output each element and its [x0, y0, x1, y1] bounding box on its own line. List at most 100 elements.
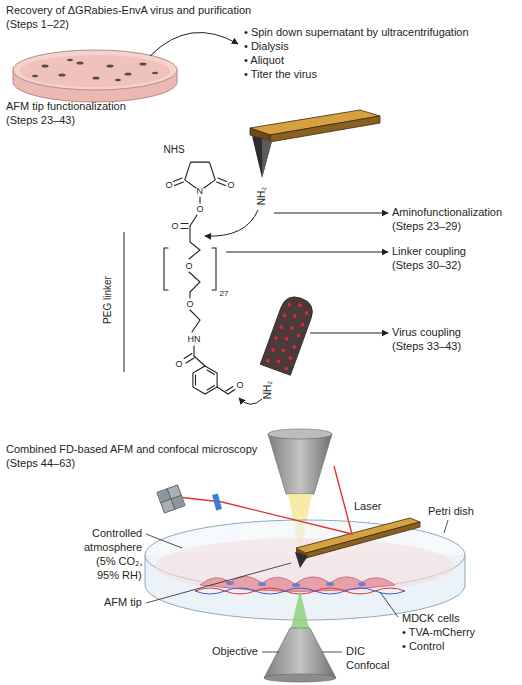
petri-dish: [145, 520, 465, 620]
virus-particles: [115, 79, 121, 82]
chemical-structure: [184, 354, 194, 364]
chemical-structure: [212, 248, 216, 290]
rabies-virus: [271, 347, 276, 352]
objective-lens: [264, 628, 336, 678]
process-arrow: [150, 32, 238, 56]
culture-dish: [13, 50, 177, 90]
virus-particles: [32, 59, 158, 82]
afm-cantilever: [250, 110, 380, 178]
chemical-structure: [190, 215, 197, 226]
condenser: [268, 429, 332, 439]
virus-particles: [140, 63, 147, 66]
virus-particles: [107, 65, 114, 68]
rabies-virus: [288, 356, 293, 361]
virus-particles: [67, 59, 73, 62]
virus-particles: [152, 72, 158, 75]
subscript-number: 27: [220, 289, 229, 299]
chemical-structure: [189, 226, 200, 259]
part-label: atmosphere: [84, 541, 142, 554]
rabies-virus: [292, 345, 297, 350]
atom-label: O: [197, 204, 204, 215]
chemical-structure: [194, 356, 205, 366]
condenser: [268, 429, 332, 494]
chemical-structure: [164, 248, 168, 290]
virus-particles: [125, 73, 132, 76]
chemical-structure: [181, 224, 188, 229]
step-arrow: [226, 213, 388, 333]
cell-layer: [258, 582, 266, 586]
atom-label: O: [176, 359, 183, 370]
photodetector: [157, 485, 185, 513]
step-label: Aminofunctionalization: [392, 206, 502, 219]
virus-particles: [42, 65, 49, 68]
cell-layer: [292, 583, 300, 587]
part-label: DIC: [346, 645, 365, 658]
photodetector: [157, 485, 185, 513]
afm-cantilever: [296, 518, 420, 553]
part-label: Objective: [212, 645, 258, 658]
chemical-structure: [199, 197, 200, 203]
cell-layer: [358, 582, 366, 586]
part-label: Petri dish: [428, 505, 474, 518]
panel-heading: Combined FD-based AFM and confocal micro…: [6, 443, 257, 456]
leader-line: [146, 534, 182, 548]
afm-cantilever: [295, 518, 420, 568]
rabies-virus: [281, 348, 286, 353]
step-arrow: [274, 213, 388, 214]
step-label: Virus coupling: [392, 326, 461, 339]
chemical-structure: [193, 366, 217, 394]
reaction-arrow: [239, 398, 262, 404]
group-label: NHS: [164, 144, 185, 156]
rabies-virus: [304, 311, 309, 316]
leader-line: [146, 563, 291, 603]
rabies-virus: [279, 325, 284, 330]
panel-heading: Recovery of ΔGRabies-EnvA virus and puri…: [6, 4, 251, 17]
rabies-virus: [296, 333, 301, 338]
group-label: NH₂: [256, 187, 268, 205]
bullet-item: • Aliquot: [244, 54, 284, 67]
rabies-virus: [265, 299, 310, 371]
group-label: NH₂: [262, 381, 274, 399]
leader-line: [262, 652, 279, 653]
atom-label: O: [166, 180, 173, 191]
culture-dish: [20, 55, 170, 87]
virus-particles: [32, 75, 38, 78]
rabies-virus: [293, 314, 298, 319]
peg-bracket: [124, 232, 125, 372]
reaction-arrow: [205, 210, 262, 404]
atom-label: N: [197, 186, 204, 197]
atom-label: O: [228, 180, 235, 191]
part-label: Confocal: [346, 659, 389, 672]
chemical-structure: [164, 162, 235, 394]
rabies-virus: [284, 366, 289, 371]
rabies-virus: [284, 336, 289, 341]
rabies-virus: [260, 293, 316, 375]
atom-label: O: [172, 221, 179, 232]
step-label: (Steps 30–32): [392, 259, 461, 272]
part-label: Controlled: [92, 527, 142, 540]
afm-cantilever: [295, 552, 308, 568]
part-label: (5% CO₂,: [96, 555, 142, 568]
chemical-structure: [185, 162, 215, 188]
atom-label: O: [186, 261, 193, 272]
reaction-arrow: [205, 210, 258, 236]
bullet-item: • Titer the virus: [244, 68, 317, 81]
condenser: [268, 434, 332, 494]
rabies-virus: [276, 359, 281, 364]
step-label: (Steps 23–29): [392, 220, 461, 233]
step-arrow: [310, 333, 388, 334]
part-label: AFM tip: [104, 596, 142, 609]
objective-lens: [264, 674, 336, 682]
panel-heading: (Steps 44–63): [6, 457, 75, 470]
panel-heading: (Steps 23–43): [6, 114, 75, 127]
rabies-virus: [266, 358, 271, 363]
confocal-beam: [291, 590, 309, 628]
part-label: MDCK cells: [402, 612, 459, 625]
virus-particles: [77, 62, 84, 65]
afm-cantilever: [270, 116, 380, 142]
photodetector: [158, 490, 171, 503]
rabies-virus: [289, 326, 294, 331]
bullet-item: • TVA-mCherry: [402, 626, 475, 639]
atom-label: O: [237, 380, 244, 391]
